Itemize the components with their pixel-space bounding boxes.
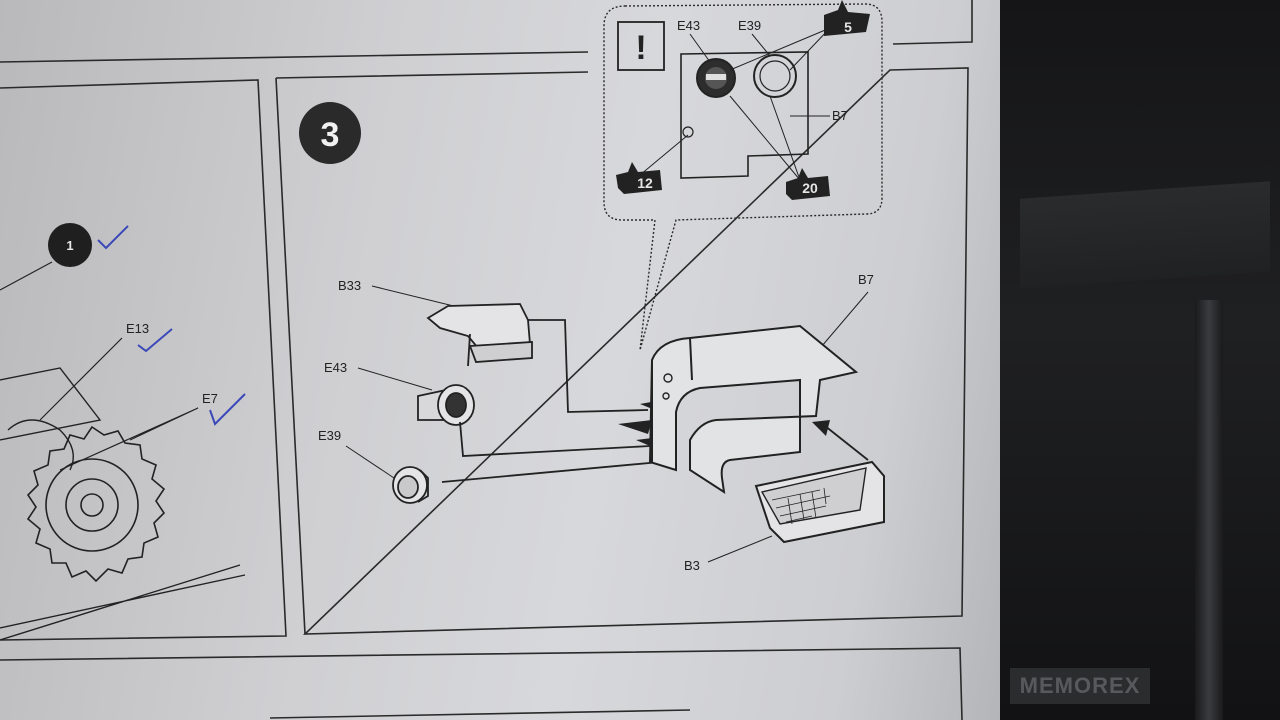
dark-background <box>1000 0 1280 720</box>
panel-borders <box>0 0 973 720</box>
part-label-e39: E39 <box>318 428 341 443</box>
check-mark <box>97 225 129 250</box>
lens-grid <box>771 487 831 525</box>
part-label-b7: B7 <box>858 272 874 287</box>
check-mark <box>137 328 173 353</box>
svg-text:5: 5 <box>844 19 852 35</box>
part-label-b33: B33 <box>338 278 361 293</box>
part-b3-drawing <box>754 460 885 544</box>
part-label-e43: E43 <box>324 360 347 375</box>
svg-text:20: 20 <box>802 180 818 196</box>
check-mark <box>209 393 246 426</box>
callout-small-part <box>682 126 694 138</box>
hull-drawing <box>0 367 246 641</box>
detail-callout-bubble <box>603 3 883 351</box>
paint-ref-star-5: 5 <box>824 0 870 36</box>
part-label-e13: E13 <box>126 321 149 336</box>
callout-label-b7: B7 <box>832 108 848 123</box>
callout-plate <box>680 51 809 179</box>
callout-label-e39: E39 <box>738 18 761 33</box>
step3-diagram: 3 ! E43 E39 B7 5 12 <box>299 0 885 573</box>
part-label-b3: B3 <box>684 558 700 573</box>
step3-panel-border <box>275 67 969 635</box>
prev-step-number-badge <box>48 223 92 267</box>
background-pole <box>1195 300 1223 720</box>
part-b7-drawing <box>648 324 859 495</box>
prev-step-diagram: 1 E13 E7 <box>0 223 246 641</box>
step-number: 3 <box>321 116 340 154</box>
alert-symbol: ! <box>635 29 646 67</box>
prev-step-number: 1 <box>66 238 73 253</box>
step-number-badge <box>299 102 361 164</box>
paint-ref-star-12: 12 <box>616 162 662 194</box>
memorex-label: MEMOREX <box>1010 668 1150 704</box>
sprocket-wheel-drawing <box>26 425 166 583</box>
alert-box <box>617 21 665 71</box>
callout-e39-part <box>753 54 797 98</box>
paint-ref-star-20: 20 <box>786 168 830 200</box>
part-label-e7: E7 <box>202 391 218 406</box>
left-panel-border <box>0 79 287 641</box>
part-b33-drawing <box>426 303 533 367</box>
callout-leader-lines <box>639 27 831 181</box>
part-e43-drawing <box>417 384 475 426</box>
assembly-guide-lines <box>441 319 869 483</box>
part-e39-drawing <box>392 466 429 504</box>
svg-text:12: 12 <box>637 175 653 191</box>
callout-label-e43: E43 <box>677 18 700 33</box>
